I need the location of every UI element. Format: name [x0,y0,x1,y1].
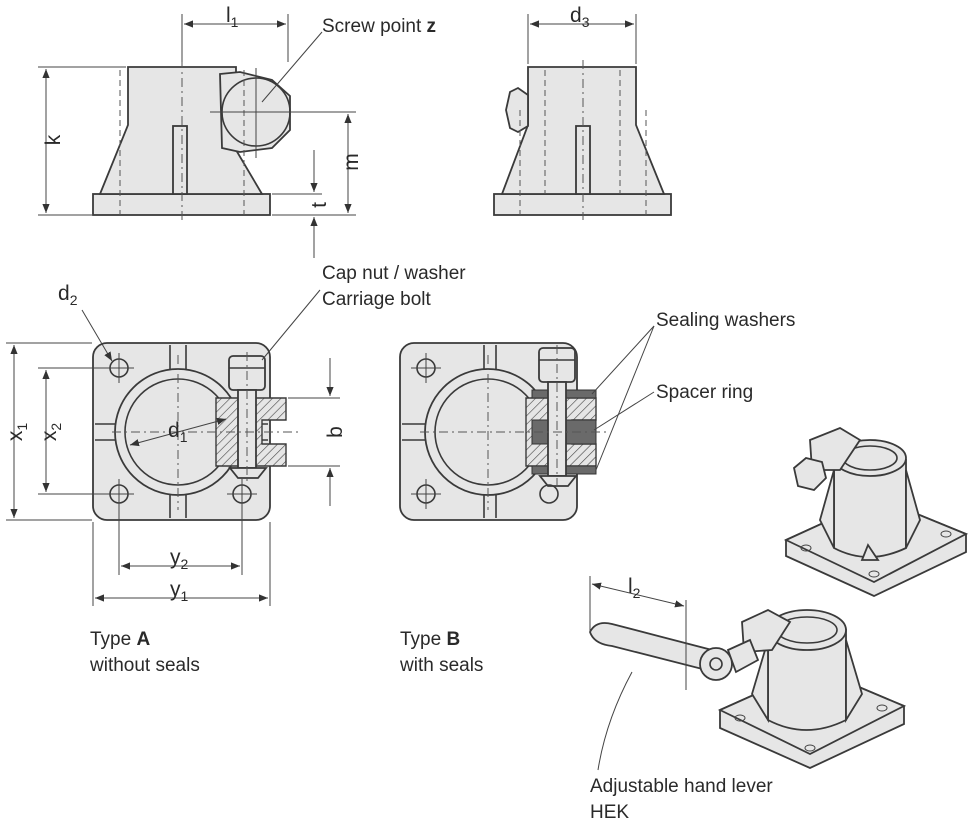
dimension-l2: l2 [589,575,687,690]
side-view [493,60,672,220]
x2-label: x2 [38,423,64,442]
dimension-d2: d2 [58,282,113,362]
type-b-title: Type B [400,629,460,650]
dimension-t: t [272,150,331,258]
front-view [92,40,300,220]
hand-lever-code: HEK [590,802,629,823]
carriage-bolt-label: Carriage bolt [322,289,431,310]
callout-cap-nut: Cap nut / washer Carriage bolt [261,263,466,361]
dimension-d1: d1 [129,417,227,447]
type-a-desc: without seals [89,655,200,676]
dimension-l1: l1 [181,4,289,62]
dimension-m: m [272,111,363,216]
type-b-desc: with seals [399,655,483,676]
d1-label: d1 [168,419,188,445]
dimension-k: k [38,66,126,216]
dimension-y1: y1 [92,522,271,606]
callout-screw-point: Screw point z [261,16,436,103]
l1-label: l1 [226,4,239,30]
top-view-type-a [92,342,300,521]
t-label: t [308,202,331,208]
top-view-type-b [399,342,610,521]
caption-type-a: Type A without seals [89,629,200,676]
b-label: b [324,426,347,438]
cap-nut-label: Cap nut / washer [322,263,466,284]
hand-lever-label: Adjustable hand lever [590,776,773,797]
m-label: m [340,153,363,171]
l2-label: l2 [628,575,641,601]
dimension-b: b [288,358,347,506]
spacer-ring-label: Spacer ring [656,382,753,403]
callout-sealing-washers: Sealing washers [591,310,795,471]
d3-label: d3 [570,4,590,30]
callout-hand-lever: Adjustable hand lever HEK [590,671,773,823]
y2-label: y2 [170,546,189,572]
isometric-clamp-type-a [783,426,969,597]
x1-label: x1 [4,423,30,442]
screw-point-label: Screw point z [322,16,436,37]
sealing-washers-label: Sealing washers [656,310,795,331]
y1-label: y1 [170,578,189,604]
k-label: k [42,134,65,145]
dimension-x1: x1 [4,342,92,521]
d2-label: d2 [58,282,78,308]
dimension-x2: x2 [38,367,108,495]
caption-type-b: Type B with seals [399,629,483,676]
dimension-d3: d3 [527,4,637,64]
callout-spacer-ring: Spacer ring [593,382,753,431]
dimension-y2: y2 [118,505,243,575]
isometric-clamp-with-lever [589,608,907,769]
type-a-title: Type A [90,629,150,650]
